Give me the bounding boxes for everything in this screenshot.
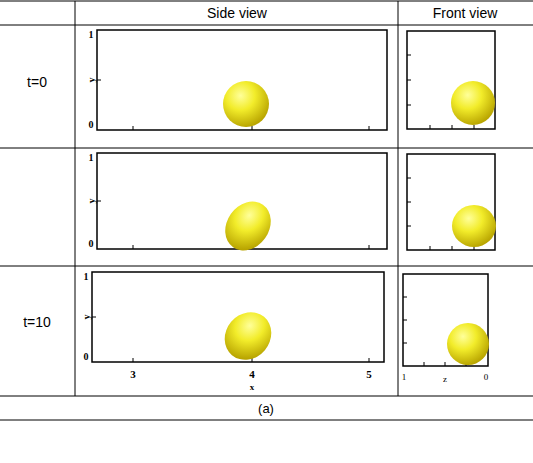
table-rule xyxy=(75,1,76,396)
axis-label: z xyxy=(443,375,447,384)
table-rules xyxy=(0,1,533,420)
table-rule xyxy=(0,420,533,421)
plot-frame xyxy=(97,30,387,130)
table-rule xyxy=(0,25,533,26)
axis-label: y xyxy=(86,199,96,204)
axis-ticks xyxy=(92,55,474,366)
droplet xyxy=(447,323,489,365)
table-rule xyxy=(0,396,533,397)
axis-label: y xyxy=(81,315,91,320)
droplet xyxy=(452,205,496,247)
tick-label: 0 xyxy=(89,120,94,130)
axis-tick xyxy=(97,80,369,130)
column-header: Side view xyxy=(207,6,267,20)
tick-label: 0 xyxy=(84,352,89,362)
row-label: t=10 xyxy=(23,315,51,329)
tick-label: 1 xyxy=(89,30,94,40)
axis-label: x xyxy=(250,383,255,392)
tick-label: 1 xyxy=(402,373,407,382)
table-rule xyxy=(398,1,399,396)
tick-label: 4 xyxy=(249,369,255,380)
droplet xyxy=(215,303,281,370)
tick-label: 5 xyxy=(366,369,372,380)
table-rule xyxy=(0,148,533,149)
tick-label: 1 xyxy=(89,153,94,163)
axis-label: y xyxy=(86,78,96,83)
tick-label: 0 xyxy=(89,239,94,249)
row-label: t=0 xyxy=(27,75,47,89)
plot-frame xyxy=(407,31,495,129)
tick-label: 0 xyxy=(484,373,489,382)
droplet xyxy=(223,81,269,127)
droplet xyxy=(451,81,495,125)
droplets xyxy=(215,81,496,369)
plot-frames xyxy=(92,30,495,366)
droplet xyxy=(216,193,280,260)
plot-frame xyxy=(407,154,495,250)
figure-caption: (a) xyxy=(258,402,274,415)
tick-label: 3 xyxy=(130,369,136,380)
tick-label: 1 xyxy=(84,272,89,282)
table-rule xyxy=(0,266,533,267)
plot-frame xyxy=(403,274,488,366)
column-header: Front view xyxy=(433,6,498,20)
table-rule xyxy=(0,1,533,2)
